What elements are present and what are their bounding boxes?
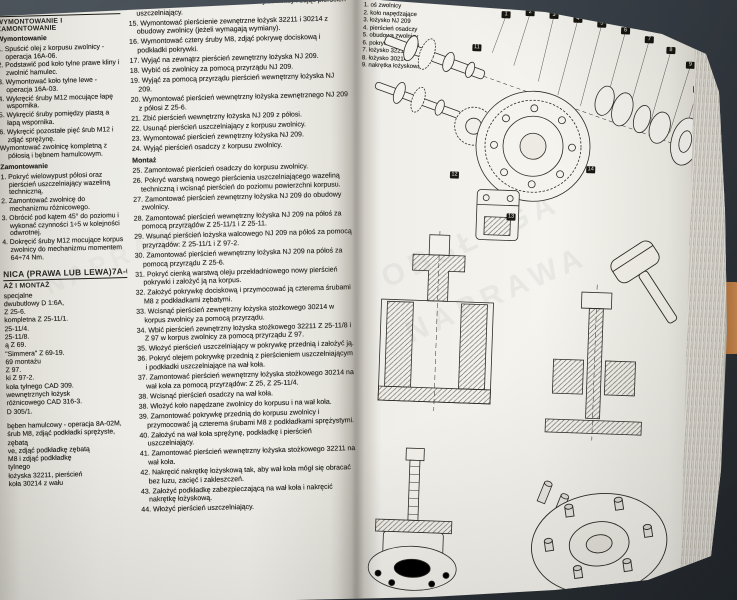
hub-studs <box>543 496 654 580</box>
technical-diagrams <box>367 14 703 595</box>
puller-press-diagram <box>367 447 457 591</box>
diagram-callout: 8 <box>666 46 676 55</box>
diagram-callout: 1 <box>501 11 511 19</box>
wheel-hub-flange-diagram <box>531 492 668 595</box>
press-section-diagram-1 <box>377 231 494 411</box>
diagram-callout: 11 <box>472 44 482 52</box>
section-header-zwolnica-prawa: NICA (PRAWA LUB LEWA) 7A-04M <box>3 265 128 281</box>
section-code: 7A-04M <box>111 265 128 276</box>
mallet-illustration <box>610 240 678 324</box>
procedure-step: Wymontować zwolnicę kompletną z półosią … <box>0 142 108 161</box>
section-subheader: WYMONTOWANIE I ZAMONTOWANIE <box>0 17 63 34</box>
section-title: NICA (PRAWA LUB LEWA) <box>3 265 112 279</box>
procedure-step: 1. Pokryć wielowypust półosi oraz pierśc… <box>0 171 111 197</box>
diagram-callout: 6 <box>620 27 631 35</box>
section-header-zwolnica-lewa: ZWOLNICA LEWA 7A-03M <box>0 2 121 18</box>
procedure-step: 3. Wymontować koło tylne lewe - operacja… <box>0 76 98 94</box>
diagram-callout: 5 <box>597 20 607 28</box>
diagram-callout: 4 <box>573 15 583 23</box>
diagram-callout: 13 <box>506 213 516 221</box>
procedure-step: 3. Obrócić pod kątem 45° do poziomu i wy… <box>1 211 120 238</box>
left-column-2: 14. Wykręcić dwanaście śrub M8 z obudowy… <box>128 0 356 517</box>
section-title: ZWOLNICA LEWA <box>0 3 71 16</box>
procedure-step: 2. Podstawić pod koło tylne prawe kliny … <box>0 59 120 78</box>
diagram-callout: 12 <box>449 171 460 179</box>
procedure-step: 2. Zamontować zwolnicę do mechanizmu róż… <box>1 196 91 213</box>
diagram-callout: 14 <box>586 166 596 174</box>
press-section-diagram-2 <box>544 284 642 441</box>
book-spine-shadow <box>330 0 382 600</box>
procedure-step: 5. Wykręcić śruby pomiędzy piastą a łapą… <box>0 109 110 128</box>
left-page-content: ZWOLNICA LEWA 7A-03M WYMONTOWANIE I ZAMO… <box>0 0 356 600</box>
diagram-callout: 7 <box>644 36 654 44</box>
section-subheader: AŻ I MONTAŻ <box>3 281 50 290</box>
left-column-1: ZWOLNICA LEWA 7A-03M WYMONTOWANIE I ZAMO… <box>0 2 133 489</box>
procedure-step: 4. Dokręcić śruby M12 mocujące korpus zw… <box>2 236 124 262</box>
section-code: 7A-03M <box>89 2 121 13</box>
left-page: NAPRAWA ZWOLNICA LEWA 7A-03M WYMONTOWANI… <box>0 0 356 600</box>
exploded-view-diagram <box>374 14 703 242</box>
disassembly-fragments: bęben hamulcowy - operacja 8A-02M,śrub M… <box>7 420 133 489</box>
diagram-callout: 3 <box>549 11 559 20</box>
diagram-callout: 2 <box>525 8 535 17</box>
